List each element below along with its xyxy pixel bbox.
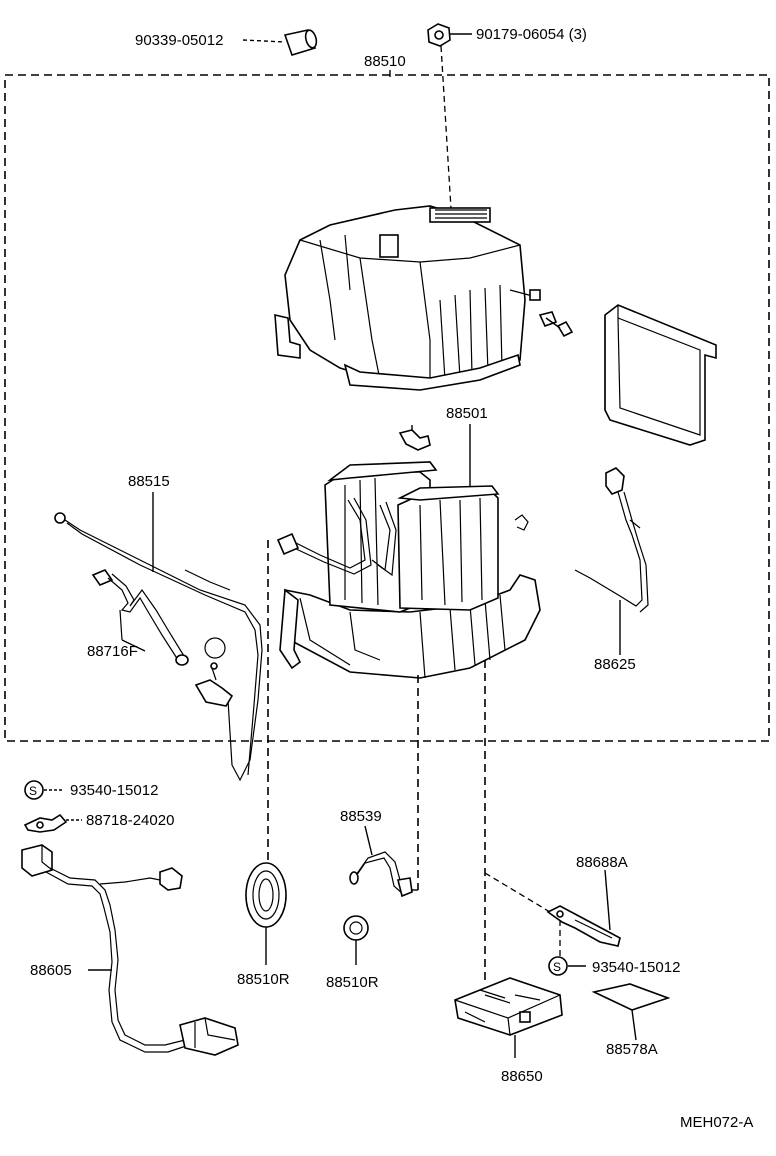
- diagram-reference-code: MEH072-A: [680, 1114, 753, 1131]
- part-88515-thermistor[interactable]: [54, 512, 263, 782]
- s-mark-a: S: [29, 784, 37, 798]
- label-88650: 88650: [501, 1068, 543, 1085]
- label-88515: 88515: [128, 473, 170, 490]
- label-88510: 88510: [364, 53, 406, 70]
- part-88510R-grommet-b[interactable]: [343, 915, 369, 965]
- label-88688A: 88688A: [576, 854, 628, 871]
- part-88625-sensor[interactable]: [574, 467, 649, 613]
- part-93540-15012-screw-b[interactable]: S: [548, 956, 586, 976]
- air-filter-frame[interactable]: [604, 304, 717, 446]
- part-90339-05012-pin[interactable]: [242, 29, 318, 56]
- part-93540-15012-screw-a[interactable]: S: [24, 780, 64, 800]
- upper-case-housing[interactable]: [274, 205, 574, 391]
- clip-part[interactable]: [398, 425, 431, 451]
- label-88605: 88605: [30, 962, 72, 979]
- label-90179-06054: 90179-06054 (3): [476, 26, 587, 43]
- part-88650-amplifier[interactable]: [454, 977, 563, 1058]
- assembly-boundary: [4, 74, 770, 742]
- part-88716F-pipe[interactable]: [91, 569, 189, 666]
- label-88539: 88539: [340, 808, 382, 825]
- part-88578A-pad[interactable]: [591, 983, 671, 1041]
- label-93540-15012-b: 93540-15012: [592, 959, 680, 976]
- part-88605-wire-harness[interactable]: [21, 844, 239, 1056]
- label-88510R-a: 88510R: [237, 971, 290, 988]
- label-88625: 88625: [594, 656, 636, 673]
- part-88718-24020-clamp[interactable]: [23, 813, 82, 833]
- part-88539-tube[interactable]: [349, 825, 413, 898]
- label-88501: 88501: [446, 405, 488, 422]
- part-90179-06054-nut[interactable]: [427, 23, 472, 226]
- label-88510R-b: 88510R: [326, 974, 379, 991]
- leader-88688A: [484, 872, 551, 913]
- s-mark-b: S: [553, 960, 561, 974]
- part-88688A-bracket[interactable]: [546, 869, 621, 947]
- label-88716F: 88716F: [87, 643, 138, 660]
- label-93540-15012-a: 93540-15012: [70, 782, 158, 799]
- part-88510R-grommet-a[interactable]: [245, 862, 287, 965]
- evaporator-unit[interactable]: [276, 461, 541, 679]
- label-90339-05012: 90339-05012: [135, 32, 223, 49]
- label-88718-24020: 88718-24020: [86, 812, 174, 829]
- label-88578A: 88578A: [606, 1041, 658, 1058]
